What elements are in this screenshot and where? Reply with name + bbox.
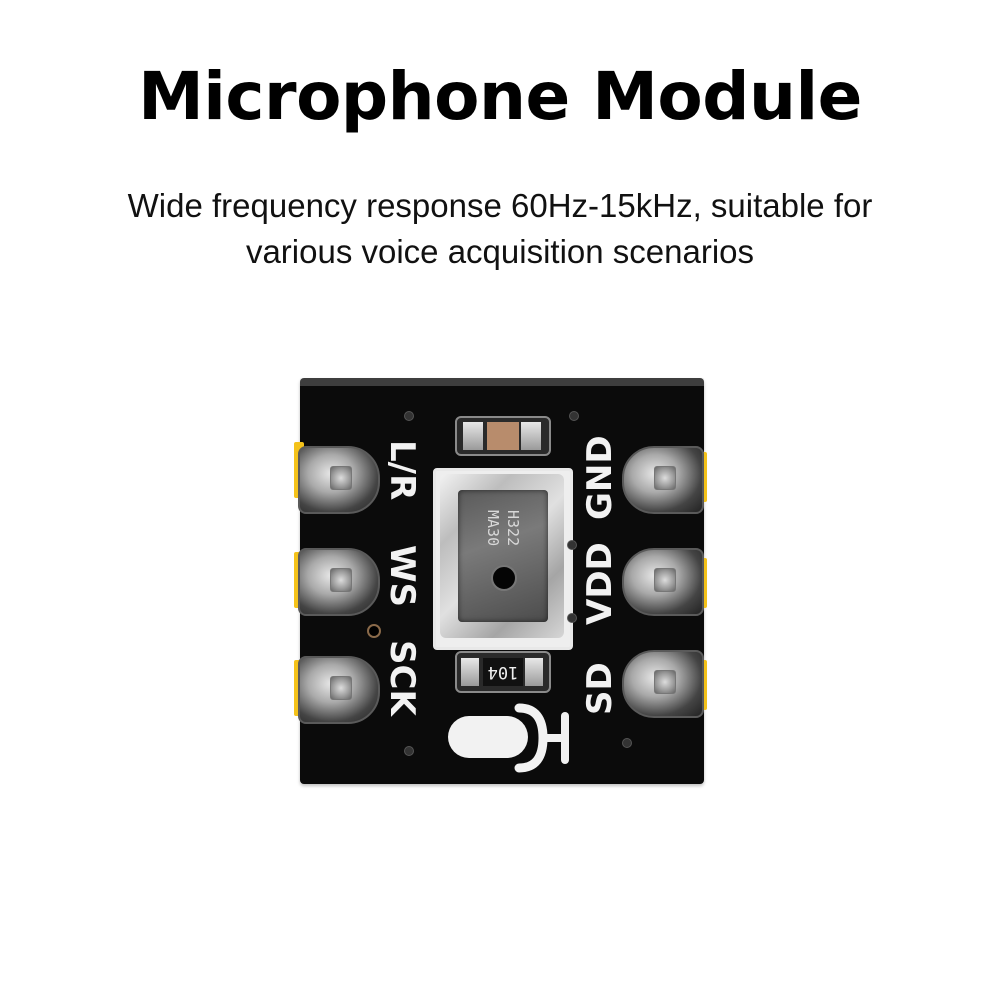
label-sd: SD	[580, 662, 620, 715]
via	[567, 540, 577, 550]
via	[567, 613, 577, 623]
pin-header	[654, 568, 676, 592]
pin-header	[654, 466, 676, 490]
label-vdd: VDD	[580, 542, 620, 625]
via	[404, 746, 414, 756]
pin-pad-sd	[622, 650, 704, 718]
board-edge-highlight	[300, 378, 704, 386]
label-ws: WS	[382, 545, 422, 607]
mic-marking-2: H322	[504, 510, 522, 547]
subtitle-line-1: Wide frequency response 60Hz-15kHz, suit…	[127, 187, 873, 224]
mems-microphone-lid	[458, 490, 548, 622]
sound-port-hole	[491, 565, 517, 591]
pin-header	[330, 676, 352, 700]
page-subtitle: Wide frequency response 60Hz-15kHz, suit…	[0, 183, 1000, 275]
page-title: Microphone Module	[138, 58, 862, 135]
mic-marking-1: MA30	[484, 510, 502, 547]
label-sck: SCK	[382, 640, 422, 716]
resistor: 104	[455, 651, 551, 693]
pin-header	[654, 670, 676, 694]
pin-pad-lr	[298, 446, 380, 514]
label-lr: L/R	[382, 440, 422, 501]
via	[367, 624, 381, 638]
pin-header	[330, 568, 352, 592]
via	[622, 738, 632, 748]
pin-header	[330, 466, 352, 490]
resistor-marking: 104	[483, 658, 523, 686]
subtitle-line-2: various voice acquisition scenarios	[245, 233, 755, 270]
pin-pad-ws	[298, 548, 380, 616]
pin-pad-sck	[298, 656, 380, 724]
microphone-stand-icon	[514, 703, 569, 773]
capacitor	[455, 416, 551, 456]
microphone-icon	[448, 716, 528, 758]
pin-pad-vdd	[622, 548, 704, 616]
pin-pad-gnd	[622, 446, 704, 514]
via	[404, 411, 414, 421]
via	[569, 411, 579, 421]
label-gnd: GND	[580, 435, 620, 520]
